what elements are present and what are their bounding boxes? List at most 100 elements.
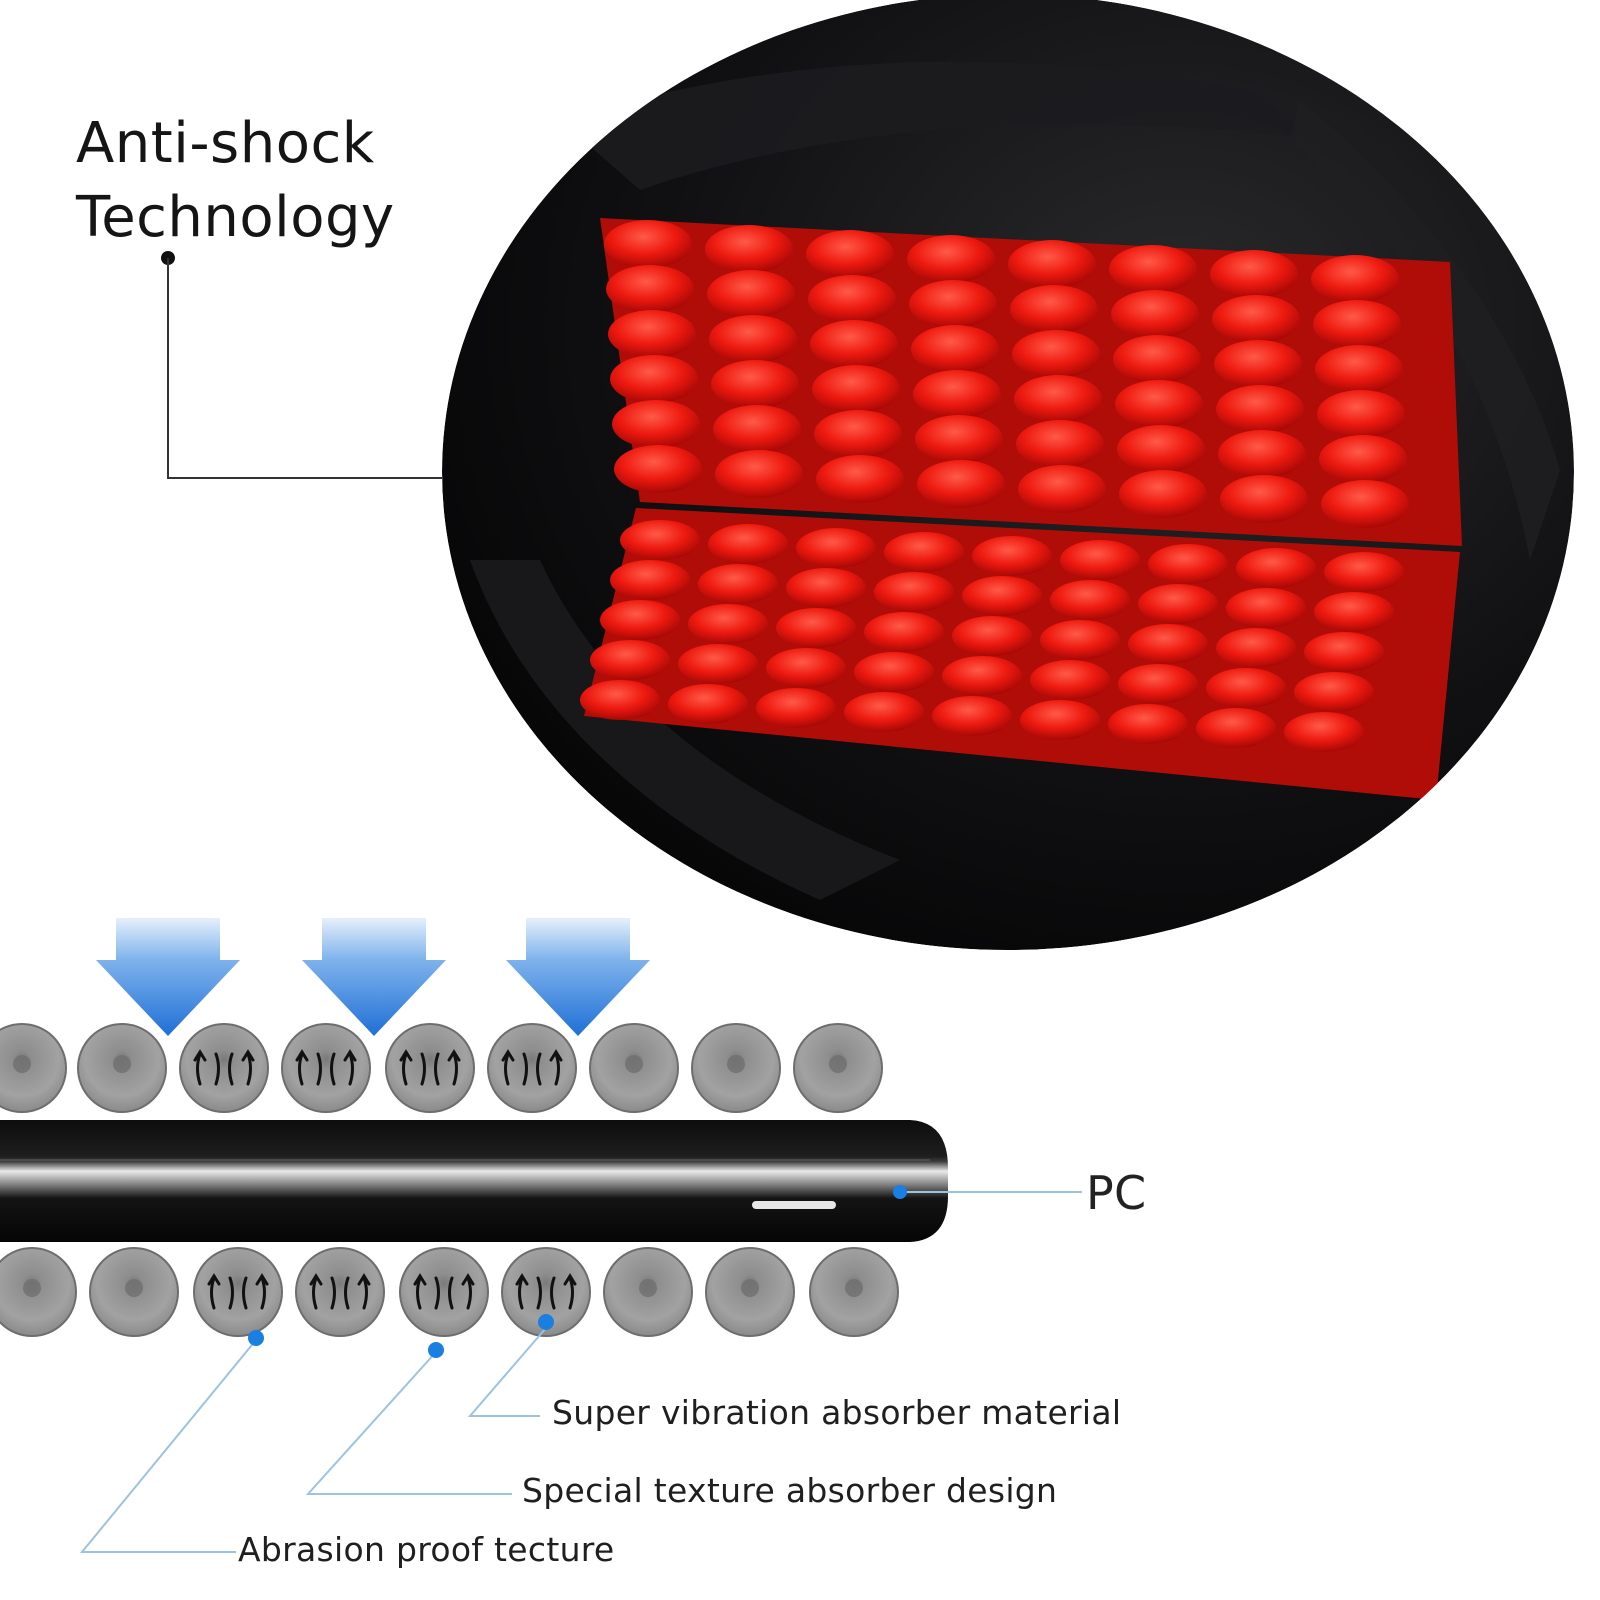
- cushion-bump: [942, 656, 1022, 696]
- absorber-ball: [0, 1247, 77, 1337]
- cushion-bump: [854, 652, 934, 692]
- up-flow-arrows-icon: [413, 1273, 475, 1310]
- cushion-bump: [1315, 345, 1403, 393]
- cushion-bump: [668, 684, 748, 724]
- absorber-ball: [89, 1247, 179, 1337]
- cushion-bump: [1294, 672, 1374, 712]
- cushion-bump: [1284, 712, 1364, 752]
- title-leader-line: [161, 251, 442, 479]
- absorber-ball: [77, 1023, 167, 1113]
- cushion-bump: [1226, 588, 1306, 628]
- cushion-bump: [620, 520, 700, 560]
- cushion-bump: [1304, 632, 1384, 672]
- cushion-bump: [972, 536, 1052, 576]
- cushion-bump: [812, 365, 900, 413]
- absorber-ball-active: [399, 1247, 489, 1337]
- cushion-bump: [1206, 668, 1286, 708]
- arrow-down-icon: [302, 918, 446, 1036]
- cushion-bump: [1214, 340, 1302, 388]
- cushion-bump: [1324, 552, 1404, 592]
- cushion-bump: [1236, 548, 1316, 588]
- cushion-bump: [580, 680, 660, 720]
- cushion-bump: [1060, 540, 1140, 580]
- cushion-bump: [1128, 624, 1208, 664]
- cushion-bump: [610, 355, 698, 403]
- cushion-bump: [874, 572, 954, 612]
- title-line-1: Anti-shock: [76, 111, 375, 176]
- cushion-bump: [756, 688, 836, 728]
- cushion-bump: [1008, 240, 1096, 288]
- cushion-bump: [604, 220, 692, 268]
- cushion-bump: [1115, 380, 1203, 428]
- cushion-bump: [1020, 700, 1100, 740]
- cushion-bump: [708, 524, 788, 564]
- up-flow-arrows-icon: [193, 1049, 255, 1086]
- cushion-bump: [709, 315, 797, 363]
- cushion-backrest-panel: [600, 218, 1462, 546]
- up-flow-arrows-icon: [399, 1049, 461, 1086]
- cushion-bump: [776, 608, 856, 648]
- cushion-bump: [810, 320, 898, 368]
- up-flow-arrows-icon: [501, 1049, 563, 1086]
- cushion-bump: [1113, 335, 1201, 383]
- cushion-bump: [864, 612, 944, 652]
- cushion-bump: [1313, 300, 1401, 348]
- cushion-bump: [608, 310, 696, 358]
- cushion-bump: [806, 230, 894, 278]
- cushion-bump: [715, 450, 803, 498]
- absorber-ball: [691, 1023, 781, 1113]
- cushion-bump: [610, 560, 690, 600]
- cushion-bump: [1118, 664, 1198, 704]
- cushion-bump: [913, 370, 1001, 418]
- cushion-bump: [1138, 584, 1218, 624]
- label-texture: Special texture absorber design: [522, 1471, 1058, 1510]
- cushion-bump: [705, 225, 793, 273]
- cushion-bump: [1218, 430, 1306, 478]
- cushion-bump: [1111, 290, 1199, 338]
- cushion-bump: [1108, 704, 1188, 744]
- cushion-bump: [1311, 255, 1399, 303]
- cushion-bump: [1109, 245, 1197, 293]
- cushion-bump: [1148, 544, 1228, 584]
- cushion-bump: [814, 410, 902, 458]
- cushion-bump: [911, 325, 999, 373]
- cushion-bump: [844, 692, 924, 732]
- cushion-bump: [962, 576, 1042, 616]
- cushion-bump: [1314, 592, 1394, 632]
- cushion-bump: [678, 644, 758, 684]
- cushion-bump: [1018, 465, 1106, 513]
- cushion-bump: [816, 455, 904, 503]
- absorber-ball: [793, 1023, 883, 1113]
- cushion-bump: [1050, 580, 1130, 620]
- absorber-ball: [589, 1023, 679, 1113]
- cushion-bump: [1220, 475, 1308, 523]
- cushion-bump: [909, 280, 997, 328]
- cushion-bump: [952, 616, 1032, 656]
- cushion-bump: [917, 460, 1005, 508]
- cushion-bump: [1216, 628, 1296, 668]
- pc-plate: [0, 1120, 948, 1242]
- arrow-down-icon: [96, 918, 240, 1036]
- cushion-seat-panel: [580, 508, 1460, 800]
- cushion-bump: [1319, 435, 1407, 483]
- cushion-bump: [600, 600, 680, 640]
- cushion-bump: [915, 415, 1003, 463]
- label-abrasion: Abrasion proof tecture: [238, 1530, 615, 1569]
- cushion-bump: [1196, 708, 1276, 748]
- cushion-bump: [1317, 390, 1405, 438]
- cushion-bump: [796, 528, 876, 568]
- absorber-ball-active: [295, 1247, 385, 1337]
- cushion-bump: [932, 696, 1012, 736]
- cushion-bump: [1321, 480, 1409, 528]
- cushion-bump: [1212, 295, 1300, 343]
- label-leader-dots: [248, 1185, 907, 1358]
- cushion-bump: [1117, 425, 1205, 473]
- cushion-bump: [713, 405, 801, 453]
- cushion-bump: [614, 445, 702, 493]
- cushion-bump: [884, 532, 964, 572]
- absorber-ball-active: [281, 1023, 371, 1113]
- cushion-bump: [707, 270, 795, 318]
- absorber-ball: [603, 1247, 693, 1337]
- title-line-2: Technology: [76, 185, 395, 250]
- cushion-bump: [1016, 420, 1104, 468]
